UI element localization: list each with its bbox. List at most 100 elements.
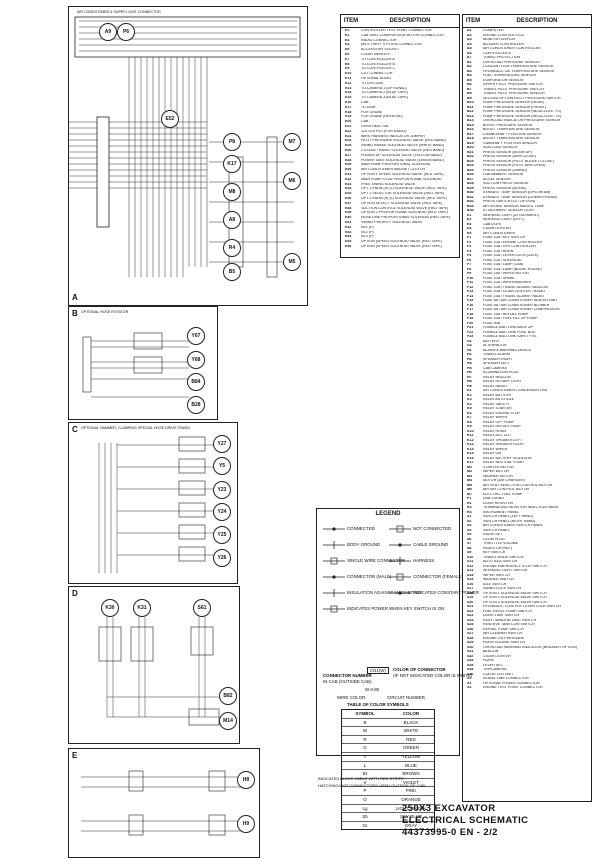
table-left-item-code: E13 bbox=[345, 86, 352, 90]
connector-y27: Y27 bbox=[213, 435, 231, 453]
table-right-item-code: R1 bbox=[467, 501, 472, 505]
table-right-item-code: X1 bbox=[467, 677, 472, 680]
table-right-item-desc: AIR CONDITIONER SWITCH PANEL bbox=[483, 524, 543, 527]
table-left-item-code: E36 bbox=[345, 197, 352, 200]
table-right-item-desc: TRAVEL MODE SWITCH bbox=[483, 555, 524, 559]
table-right-item-code: R3 bbox=[467, 510, 472, 514]
table-right-item-code: K9 bbox=[467, 425, 472, 428]
table-right-item-code: F7 bbox=[467, 263, 472, 266]
table-left-item-code: E21 bbox=[345, 125, 352, 128]
table-left-item-code: E11 bbox=[345, 77, 352, 80]
table-right-item-desc: BOOST TEMPERATURE SENSOR bbox=[483, 128, 540, 131]
table-right-item-desc: FUSE 15A / TRAVEL ALARM / RADIO bbox=[483, 294, 544, 298]
table-right-item-code: B17 bbox=[467, 132, 474, 136]
table-left-item-desc: FOR CRANE (REVERSE) bbox=[361, 115, 403, 119]
table-right-item-desc: CRANKSHAFT POSITION SENSOR bbox=[483, 132, 542, 136]
table-left-item-desc: 2 STAGE TRAVEL SOLENOID VALVE (RED BAND) bbox=[361, 149, 445, 152]
table-right-item-code: K10 bbox=[467, 429, 474, 433]
legend-label: SINGLE WIRE CONNECTOR bbox=[347, 558, 406, 563]
legend-title: LEGEND bbox=[375, 511, 401, 517]
table-right-item-code: S7 bbox=[467, 542, 472, 545]
table-right-item-code: S13 bbox=[467, 569, 474, 572]
table-right-item-desc: RELAY NEUTRAL START bbox=[483, 461, 525, 464]
table-right-item-desc: OPTION 2 SOLENOID VALVE SWITCH bbox=[483, 596, 547, 599]
table-right-item-desc: FUSE 15A / WIPER MOTOR bbox=[483, 272, 529, 275]
connector-k31: K31 bbox=[133, 599, 151, 617]
connector-h8: H8 bbox=[237, 771, 255, 789]
table-right-item-code: B10 bbox=[467, 101, 474, 104]
table-right-item-code: K17 bbox=[467, 461, 474, 464]
table-right-row: S7 THROTTLE VOLUME bbox=[467, 542, 587, 546]
table-right-item-code: A1 bbox=[467, 29, 472, 32]
section-letter-b: B bbox=[72, 309, 78, 318]
table-left-item-desc: IN-1 (P) bbox=[361, 225, 374, 229]
table-left-item-desc: OPTION 2 PROPORTIONAL SOLENOID (RED TAPE… bbox=[361, 211, 448, 215]
section-a-caption: AIR CONDITIONER & SUPPLY UNIT CONNECTOR bbox=[77, 10, 161, 14]
table-left-item-code: E34 bbox=[345, 187, 352, 191]
table-right-item-code: S9 bbox=[467, 551, 472, 554]
table-right-item-desc: FUSE 10A / KEY SWITCH bbox=[483, 236, 526, 239]
connector-m5: M5 bbox=[283, 253, 301, 271]
table-right-item-code: S35 bbox=[467, 668, 474, 671]
table-right-item-code: S5 bbox=[467, 533, 472, 536]
table-left-item-desc: POWER SAVE SOLENOID VALVE (GREEN BAND) bbox=[361, 158, 444, 162]
table-right-item-code: H9 bbox=[467, 384, 472, 388]
table-left-item-desc: CONTROLLER TEST POINT CONNECTOR bbox=[361, 29, 432, 32]
table-right-item-code: M1 bbox=[467, 465, 472, 469]
table-left-item-desc: HOSE LINE PROPORTIONAL SOLENOID (RED TAP… bbox=[361, 216, 451, 220]
table-right-item-code: B18 bbox=[467, 137, 474, 140]
legend-label: NOT CONNECTED bbox=[413, 526, 452, 531]
table-right-item-code: K11 bbox=[467, 434, 474, 437]
table-right-item-code: A5 bbox=[467, 47, 472, 50]
table-right-item-code: H3 bbox=[467, 357, 472, 361]
table-right-item-code: B24 bbox=[467, 164, 474, 167]
table-right-item-desc: AIR VENT INJECTION CONTROL MOTOR bbox=[483, 483, 553, 487]
table-right-item-code: E5 bbox=[467, 231, 472, 235]
table-left-item-desc: MAIN PUMP FLOW PROPORTIONAL SOLENOID bbox=[361, 177, 442, 181]
connector-a8: A8 bbox=[223, 211, 241, 229]
table-left-item-code: E5 bbox=[345, 48, 350, 52]
table-right-item-desc: RELAY AUTO IDLE bbox=[483, 398, 515, 401]
color-table-head: SYMBOL COLOR bbox=[342, 710, 434, 718]
table-right-item-desc: OPTIONAL POWER CONNECTOR bbox=[483, 681, 540, 685]
table-right-item-desc: STARTER MOTOR bbox=[483, 465, 514, 469]
table-right-item-desc: CAB LIGHT bbox=[483, 222, 502, 226]
table-left-item-desc: RADIO CONNECTOR bbox=[361, 38, 397, 42]
table-right-item-code: M2 bbox=[467, 470, 472, 473]
table-right-item-code: S16 bbox=[467, 582, 474, 586]
table-left-item-code: E26 bbox=[345, 149, 352, 152]
table-right-item-desc: THROTTLE VOLUME bbox=[483, 542, 519, 545]
schematic-panel-e: E H8 H9 bbox=[68, 748, 260, 858]
table-right-item-code: B5 bbox=[467, 78, 472, 82]
table-left-item-code: E9 bbox=[345, 67, 350, 71]
table-left-item-code: E2 bbox=[345, 33, 350, 37]
table-right-item-desc: FUSE 10A / ENGINE CONTROLLER bbox=[483, 240, 543, 244]
table-right-item-desc: BATTERY bbox=[483, 339, 500, 343]
table-right-item-desc: TRAVEL PILOT PRESSURE SWITCH bbox=[483, 87, 544, 91]
title-line-3: 44373995-0 EN - 2/2 bbox=[402, 827, 498, 838]
table-left-item-desc: 12V OUTPUT (FOR RADIO) bbox=[361, 129, 407, 133]
table-right-item-desc: ENGINE CONTROL ECU bbox=[483, 33, 524, 37]
